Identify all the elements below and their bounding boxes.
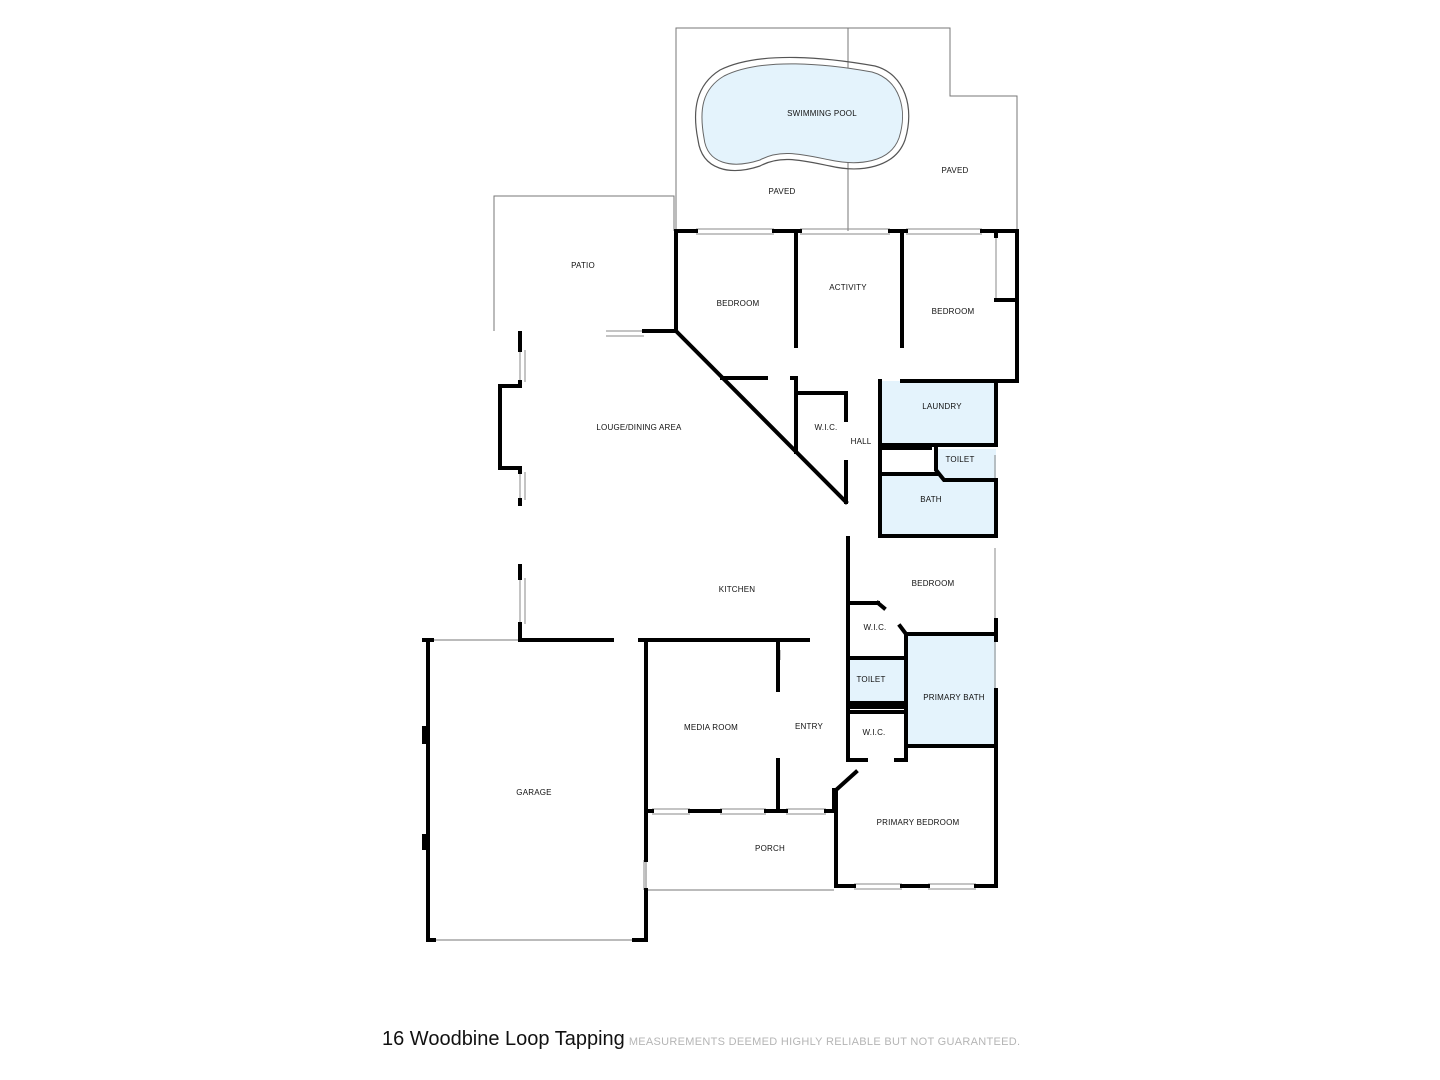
wall [498,380,522,474]
kitchen-label: KITCHEN [719,585,756,594]
wall [878,379,998,447]
paved-outline [675,27,1018,231]
bedroom-2-label: BEDROOM [932,307,975,316]
entry-label: ENTRY [795,722,823,731]
wall [642,229,678,333]
swimming-pool [694,56,910,172]
wet-area-fills [848,381,996,747]
wall [834,769,859,888]
laundry-fill [880,381,996,445]
wic-primary-label: W.I.C. [863,728,886,737]
porch-label: PORCH [755,844,785,853]
garage-label: GARAGE [516,788,551,797]
primary-bath-fill [908,636,996,747]
bath-label: BATH [920,495,942,504]
media-room-label: MEDIA ROOM [684,723,738,732]
patio-label: PATIO [571,261,595,270]
wall [518,622,614,642]
toilet-1-label: TOILET [945,455,974,464]
wall [900,229,1019,383]
patio-outline [493,195,675,331]
primary-bath-label: PRIMARY BATH [923,693,985,702]
porch-outline [645,812,834,891]
wic-bedroom-label: W.I.C. [864,623,887,632]
toilet-2-fill [848,660,906,703]
wall [897,623,998,636]
hall-label: HALL [851,437,872,446]
bath-fill [880,475,996,536]
property-address: 16 Woodbine Loop Tapping [382,1028,625,1050]
wic-hall-label: W.I.C. [815,423,838,432]
primary-bedroom-label: PRIMARY BEDROOM [877,818,960,827]
wall [934,446,998,482]
wall [875,600,887,611]
room-labels: SWIMMING POOL PAVED PAVED PATIO BEDROOM … [516,109,985,853]
pool-outer [694,56,910,172]
disclaimer: MEASUREMENTS DEEMED HIGHLY RELIABLE BUT … [628,1036,1021,1048]
wall [426,638,436,942]
wall [878,472,998,538]
swimming-pool-label: SWIMMING POOL [787,109,857,118]
activity-label: ACTIVITY [829,283,867,292]
toilet-2-label: TOILET [856,675,885,684]
paved-right-label: PAVED [942,166,969,175]
wall [894,744,908,762]
laundry-label: LAUNDRY [922,402,962,411]
wall [675,330,849,505]
bedroom-1-label: BEDROOM [717,299,760,308]
wall [632,888,648,942]
lounge-dining-label: LOUGE/DINING AREA [596,423,682,432]
toilet-fill [936,449,996,479]
windows [519,228,997,890]
bedroom-3-label: BEDROOM [912,579,955,588]
walls [422,229,1019,942]
pool-inner [701,63,903,165]
paved-left-label: PAVED [769,187,796,196]
wall [794,391,848,422]
